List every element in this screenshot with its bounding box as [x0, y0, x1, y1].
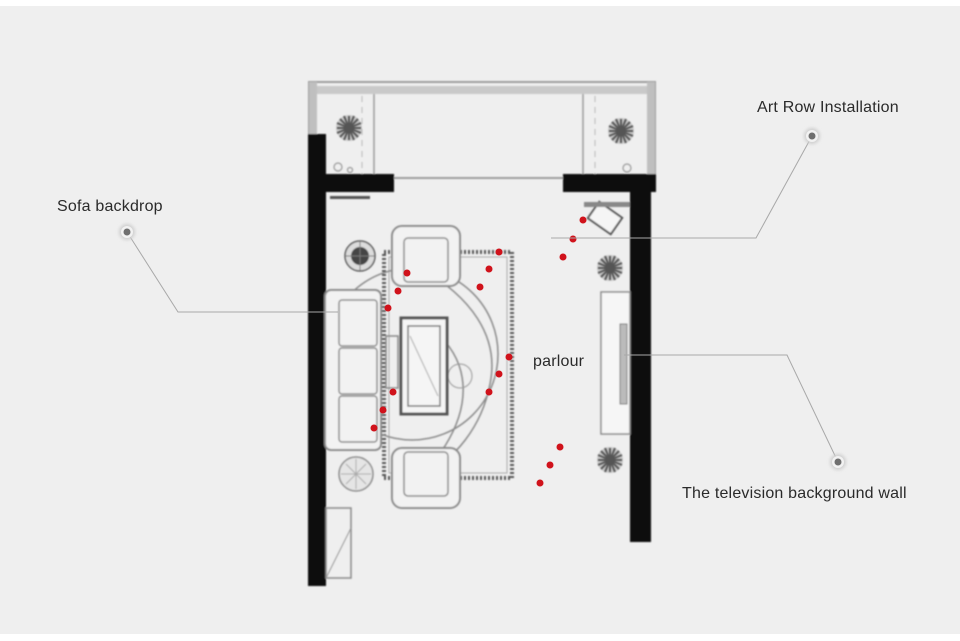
label-sofa-backdrop: Sofa backdrop [57, 198, 163, 215]
leader-line-tv [624, 354, 839, 463]
path-dot [403, 269, 411, 277]
path-dot [505, 353, 513, 361]
path-dot [485, 265, 493, 273]
armchair-icon [391, 225, 461, 287]
plant-icon [597, 255, 623, 281]
callout-marker [119, 224, 135, 240]
callout-marker [830, 454, 846, 470]
floor-plan-drawing [119, 81, 846, 586]
floor-lamp-icon [344, 240, 376, 272]
leader-line-sofa [126, 231, 338, 313]
path-dot [546, 461, 554, 469]
leader-line-art [551, 135, 813, 239]
plant-icon [608, 118, 634, 144]
walls [308, 134, 656, 586]
plant-icon [336, 115, 362, 141]
floor-plan-canvas: Sofa backdrop Art Row Installation The t… [0, 6, 960, 634]
label-room-parlour: parlour [533, 353, 585, 370]
path-dot [569, 235, 577, 243]
path-dot [370, 424, 378, 432]
art-chair [586, 200, 624, 236]
path-dot [394, 287, 402, 295]
path-dot [384, 304, 392, 312]
path-dot [379, 406, 387, 414]
coffee-table-icon [399, 316, 449, 416]
round-side-table [338, 456, 374, 492]
path-dot [536, 479, 544, 487]
armchair-icon [391, 447, 461, 509]
tv-unit-icon [600, 291, 631, 435]
path-dot [389, 388, 397, 396]
path-dot [579, 216, 587, 224]
callout-marker [804, 128, 820, 144]
walking-path [370, 216, 587, 487]
plant-icon [597, 447, 623, 473]
path-dot [559, 253, 567, 261]
balcony-frame [308, 81, 656, 179]
path-dot [485, 388, 493, 396]
leader-lines [126, 135, 839, 463]
door-icon [325, 507, 352, 579]
path-dot [556, 443, 564, 451]
path-dot [495, 248, 503, 256]
path-dot [495, 370, 503, 378]
path-dot [476, 283, 484, 291]
label-art-row-installation: Art Row Installation [757, 99, 899, 116]
sofa-icon [324, 289, 382, 451]
label-tv-background-wall: The television background wall [682, 485, 907, 502]
